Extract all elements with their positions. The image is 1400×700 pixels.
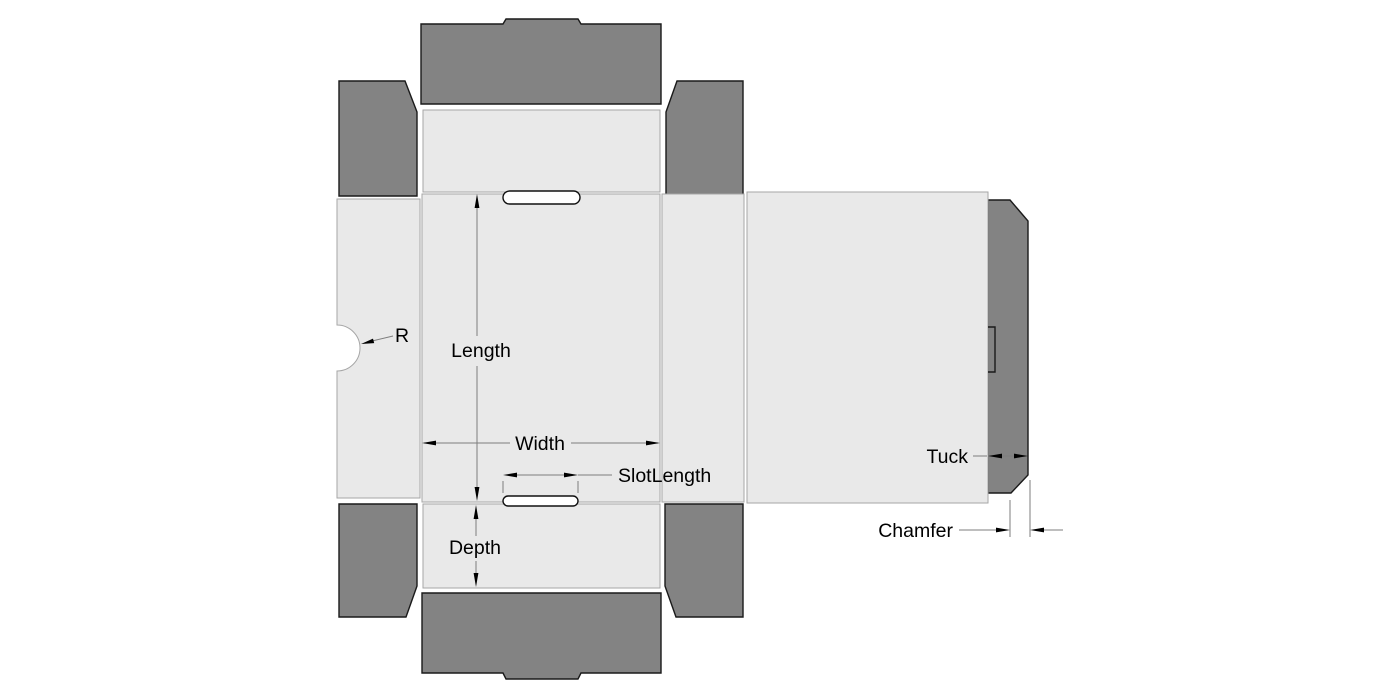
side-tuck-flap [987, 199, 1029, 494]
bottom-dust-flap-right [664, 503, 744, 618]
dim-depth: Depth [449, 505, 501, 587]
dim-tuck: Tuck [926, 446, 1028, 468]
tuck-slot-top [502, 190, 581, 205]
label-radius: R [395, 325, 409, 347]
label-tuck: Tuck [926, 446, 968, 468]
arrow-right-icon [996, 527, 1010, 533]
arrow-up-icon [474, 194, 480, 208]
label-length: Length [451, 340, 511, 362]
main-panel [421, 193, 661, 503]
dim-radius: R [361, 325, 409, 347]
panels-group [336, 109, 989, 589]
label-depth: Depth [449, 537, 501, 559]
dim-width: Width [422, 433, 660, 455]
arrow-up-icon [473, 505, 479, 519]
top-tuck-flap [420, 18, 662, 105]
arrow-leader-icon [361, 338, 375, 344]
arrow-right-icon [564, 472, 578, 478]
arrow-left-icon [1030, 527, 1044, 533]
dim-chamfer: Chamfer [878, 480, 1063, 542]
flaps-group [338, 18, 1029, 680]
left-end-panel [336, 198, 421, 499]
back-panel [746, 191, 989, 504]
label-chamfer: Chamfer [878, 520, 953, 542]
arrow-left-icon [422, 440, 436, 446]
arrow-right-icon [1014, 453, 1028, 459]
arrow-down-icon [473, 573, 479, 587]
tuck-lock-slit [988, 326, 996, 373]
tuck-slot-bottom [502, 495, 579, 507]
dim-slot-length: SlotLength [502, 465, 711, 493]
label-slot-length: SlotLength [618, 465, 711, 487]
arrow-down-icon [474, 487, 480, 501]
bottom-tuck-flap [421, 592, 662, 680]
top-dust-flap-left [338, 80, 418, 197]
label-width: Width [515, 433, 565, 455]
top-dust-flap-right [665, 80, 744, 197]
dim-length: Length [451, 194, 511, 501]
top-depth-panel [422, 109, 661, 193]
arrow-left-icon [503, 472, 517, 478]
bottom-dust-flap-left [338, 503, 418, 618]
arrow-left-icon [988, 453, 1002, 459]
bottom-depth-panel [422, 503, 661, 589]
right-end-panel [661, 193, 745, 503]
arrow-right-icon [646, 440, 660, 446]
